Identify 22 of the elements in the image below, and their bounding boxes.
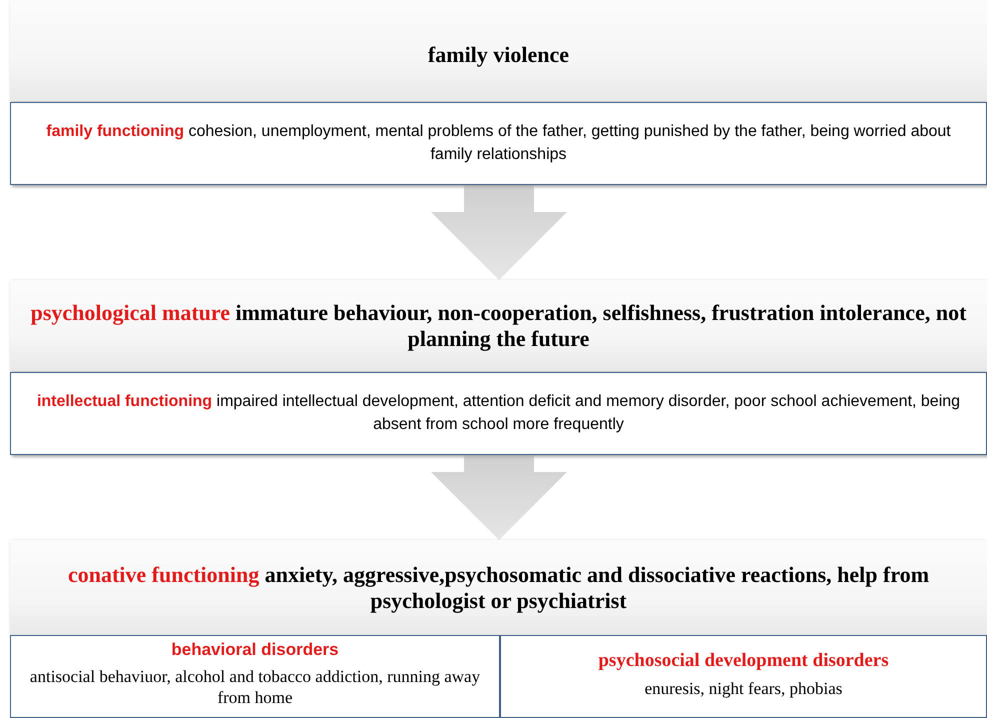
heading: conative functioning <box>68 562 260 588</box>
description: antisocial behaviuor, alcohol and tobacco addiction, running away from home <box>28 666 482 708</box>
heading: family functioning <box>46 123 184 140</box>
heading: psychosocial development disorders <box>598 650 889 672</box>
description: enuresis, night fears, phobias <box>644 678 844 700</box>
header-band <box>10 280 987 371</box>
block-arrow <box>431 455 567 540</box>
description: immature behaviour, non-cooperation, selfishness, frustration intolerance, not planning the future <box>236 300 966 350</box>
text-box <box>10 372 987 455</box>
description: cohesion, unemployment, mental problems of the father, getting punished by the father, being worried about family relationships <box>188 123 951 162</box>
heading: psychological mature <box>30 300 230 326</box>
description: anxiety, aggressive,psychosomatic and dissociative reactions, help from psychologist or psychiatrist <box>264 562 930 612</box>
heading: intellectual functioning <box>36 393 212 410</box>
text-box <box>10 102 987 185</box>
text-box <box>500 635 987 718</box>
description: impaired intellectual development, attention deficit and memory disorder, poor school achievement, being absent from school more frequently <box>216 393 960 432</box>
heading: family violence <box>428 42 570 68</box>
header-band <box>10 540 987 635</box>
heading: behavioral disorders <box>171 640 339 660</box>
block-arrow <box>431 185 567 280</box>
header-band <box>10 0 987 101</box>
text-box <box>10 635 500 718</box>
